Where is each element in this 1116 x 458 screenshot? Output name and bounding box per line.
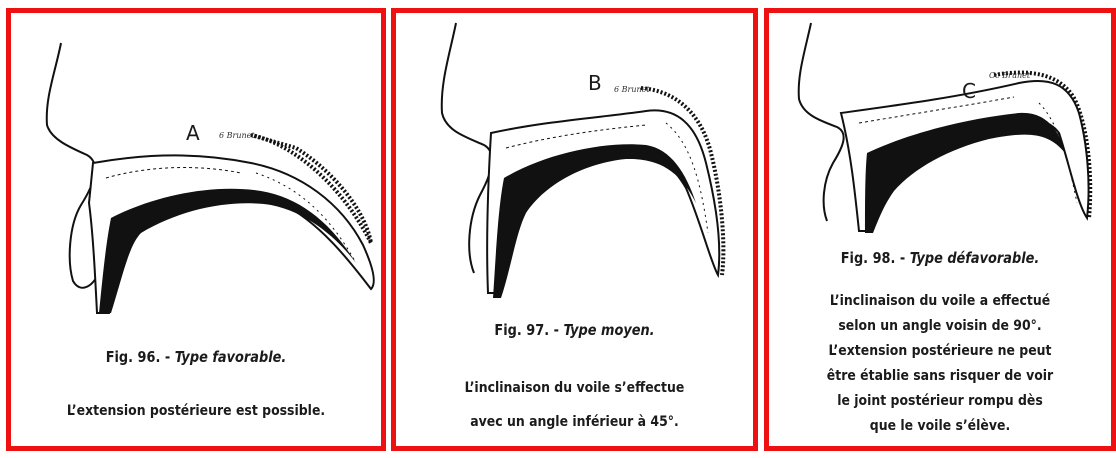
description-line: L’extension postérieure est possible. [37, 399, 355, 424]
handwritten-label: 6 Brunet [219, 131, 255, 140]
figure-description: L’inclinaison du voile a effectué selon … [793, 289, 1087, 439]
figure-caption: Fig. 97. - Type moyen. [421, 321, 728, 339]
description-line: le joint postérieur rompu dès [793, 389, 1087, 414]
palate-illustration-b [396, 13, 753, 313]
figure-number: Fig. 96. - [106, 348, 171, 366]
figure-letter: B [588, 71, 602, 95]
description-line: que le voile s’élève. [793, 414, 1087, 439]
handwritten-label: Cc Brunet [989, 71, 1030, 80]
description-line: être établie sans risquer de voir [793, 364, 1087, 389]
figure-type: Type défavorable. [910, 249, 1039, 267]
figure-letter: A [186, 121, 200, 145]
description-line: L’extension postérieure ne peut [793, 339, 1087, 364]
figure-letter: C [962, 79, 976, 103]
figure-panel-c: C Cc Brunet Fig. 98. - Type défavorable.… [764, 8, 1116, 451]
palate-illustration-c [769, 13, 1111, 243]
description-line: L’inclinaison du voile s’effectue [421, 371, 728, 405]
figure-panel-b: B 6 Brunet Fig. 97. - Type moyen. L’incl… [391, 8, 758, 451]
figure-description: L’extension postérieure est possible. [37, 399, 355, 424]
handwritten-label: 6 Brunet [614, 85, 650, 94]
figure-caption: Fig. 98. - Type défavorable. [793, 249, 1087, 267]
figure-panel-a: A 6 Brunet Fig. 96. - Type favorable. L’… [6, 8, 386, 451]
palate-illustration-a [11, 13, 381, 333]
figure-caption: Fig. 96. - Type favorable. [37, 348, 355, 366]
figure-description: L’inclinaison du voile s’effectue avec u… [421, 371, 728, 439]
description-line: avec un angle inférieur à 45°. [421, 405, 728, 439]
figure-type: Type moyen. [563, 321, 654, 339]
description-line: selon un angle voisin de 90°. [793, 314, 1087, 339]
figure-number: Fig. 97. - [494, 321, 559, 339]
figure-type: Type favorable. [175, 348, 287, 366]
description-line: L’inclinaison du voile a effectué [793, 289, 1087, 314]
figure-number: Fig. 98. - [841, 249, 906, 267]
